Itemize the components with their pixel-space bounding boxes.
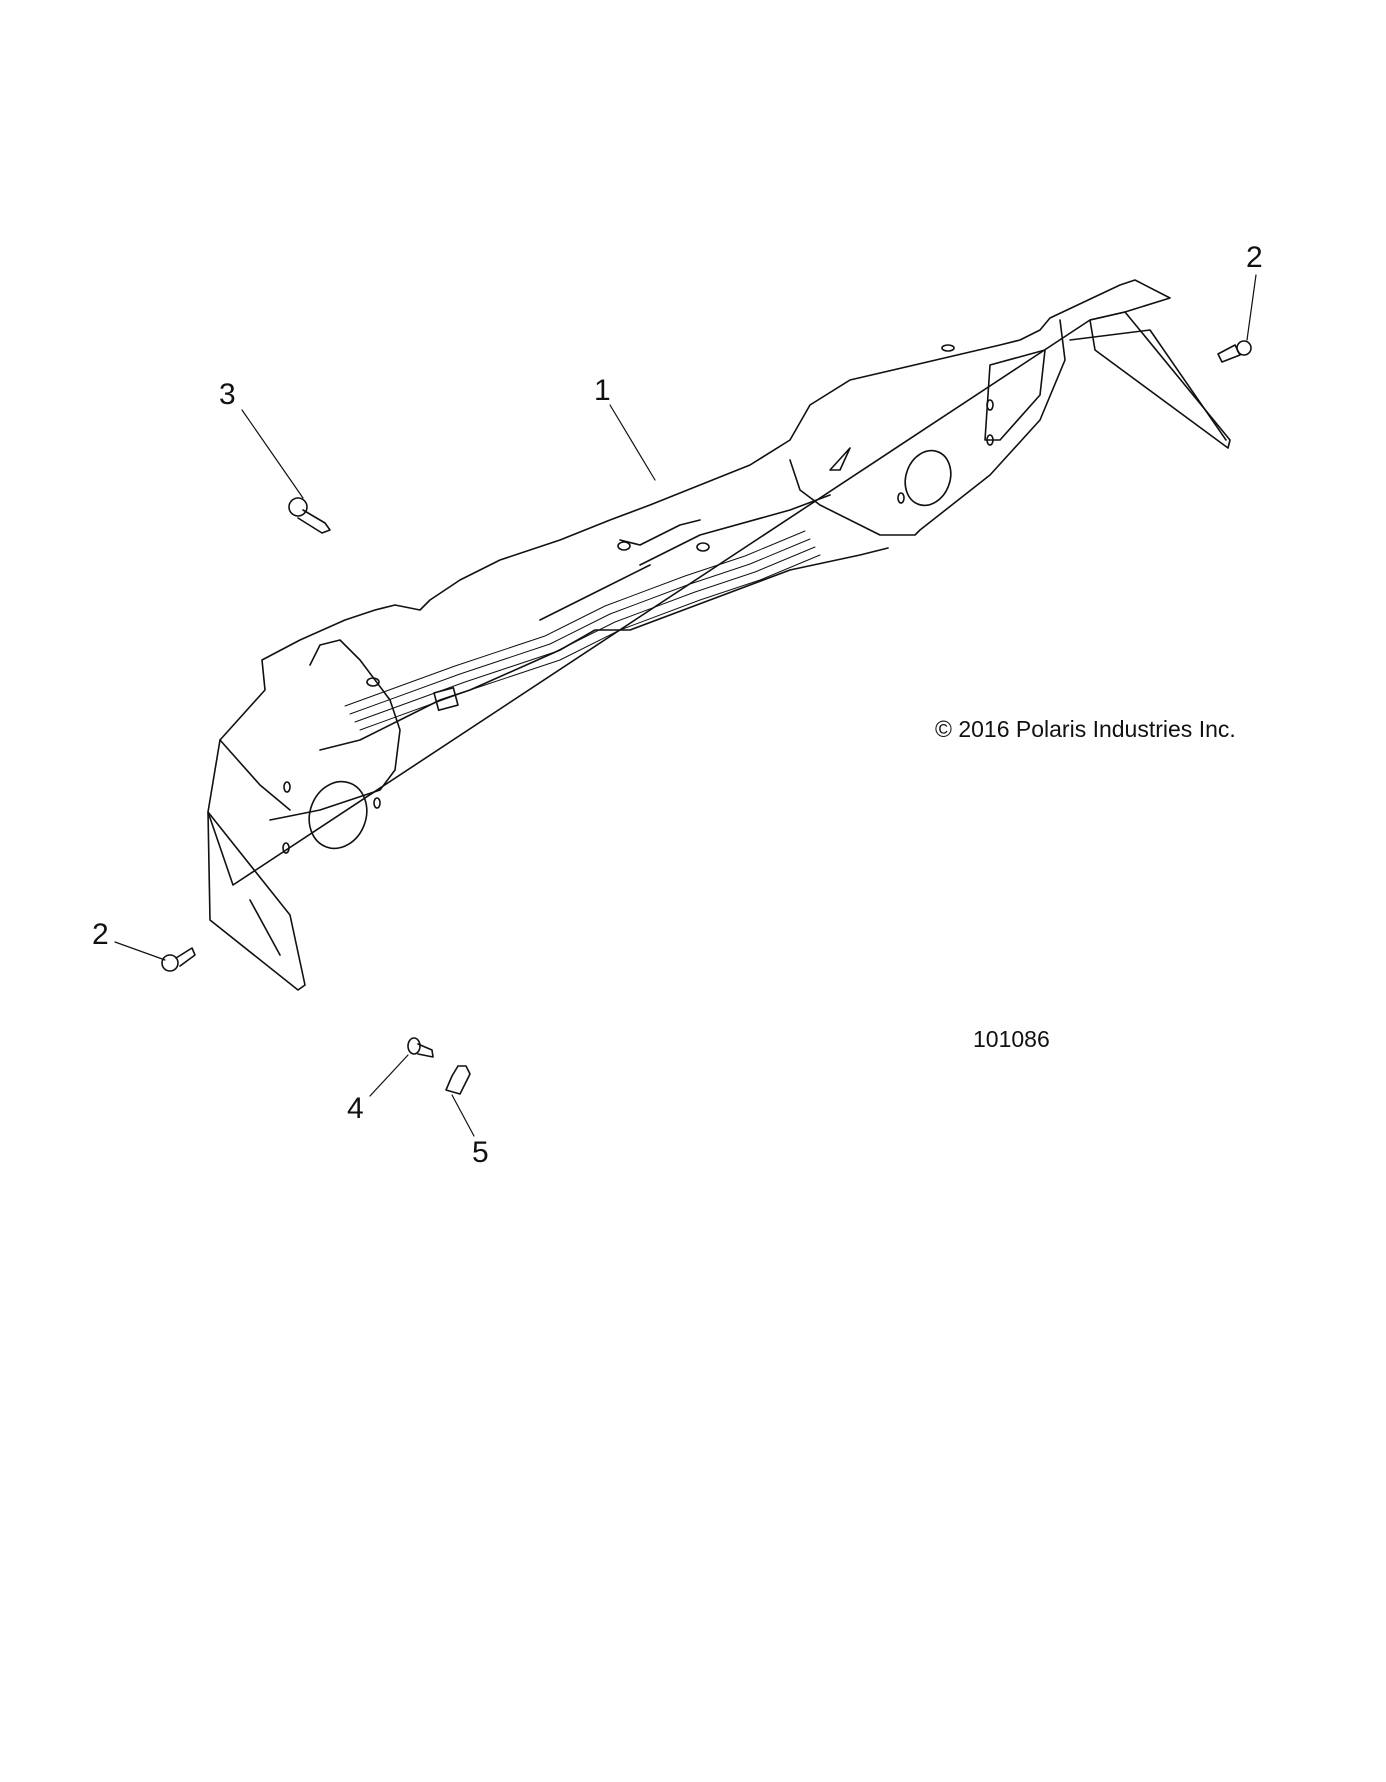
screw-3-icon xyxy=(288,497,331,534)
copyright-text: © 2016 Polaris Industries Inc. xyxy=(935,716,1236,742)
clip-5-icon xyxy=(445,1065,471,1095)
callout-3: 3 xyxy=(219,378,236,411)
callout-4: 4 xyxy=(347,1092,364,1125)
leader-lines xyxy=(114,274,1257,1137)
callout-1: 1 xyxy=(594,374,611,407)
rivet-left-icon xyxy=(161,947,196,972)
main-part-assembly xyxy=(207,279,1231,991)
callout-5: 5 xyxy=(472,1136,489,1169)
callout-2-left: 2 xyxy=(92,918,109,951)
screw-4-icon xyxy=(407,1037,434,1058)
callout-2-right: 2 xyxy=(1246,241,1263,274)
rivet-right-icon xyxy=(1217,340,1252,363)
figure-number: 101086 xyxy=(973,1026,1050,1052)
